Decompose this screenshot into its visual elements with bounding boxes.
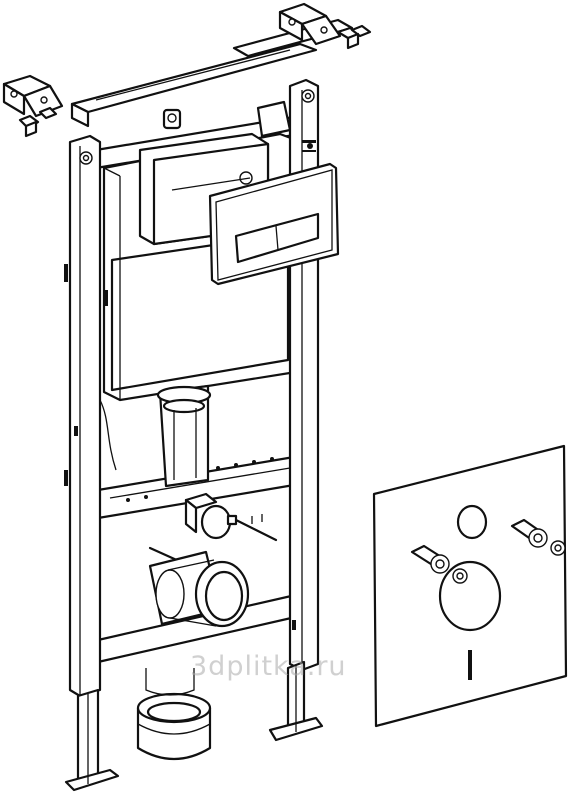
wall-anchor-right: [278, 2, 372, 50]
frame-left-upright: [64, 134, 117, 698]
watermark-text: 3dplitka.ru: [190, 651, 347, 682]
sound-insulation-plate: [372, 444, 568, 728]
drain-socket: [136, 668, 212, 760]
wall-anchor-left: [2, 74, 64, 138]
adjustable-feet: [64, 660, 324, 792]
crossbar-bolts: [148, 492, 278, 568]
drain-connector: [148, 550, 250, 628]
flush-pipe: [156, 384, 212, 488]
flush-plate: [208, 140, 340, 286]
